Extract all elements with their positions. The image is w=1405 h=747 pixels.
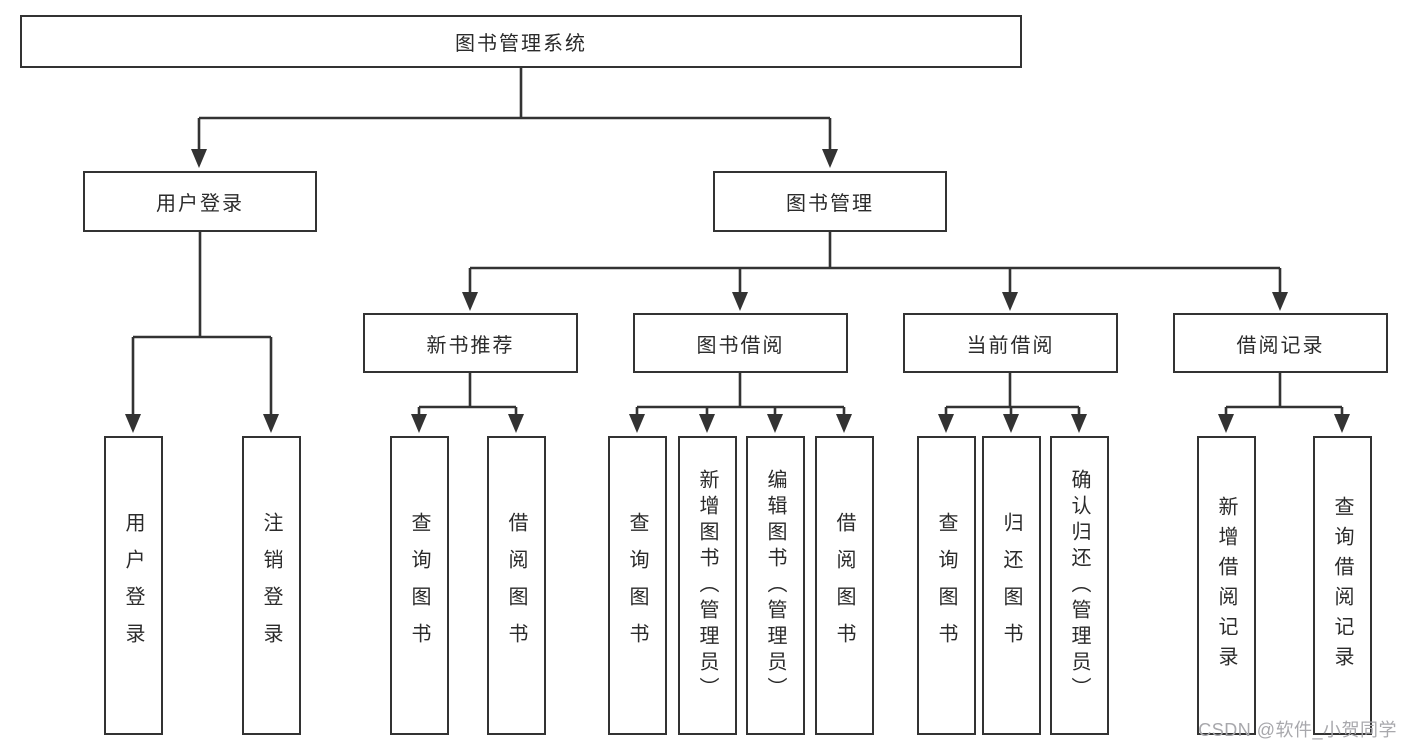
- node-current-borrow-label: 当前借阅: [966, 334, 1055, 357]
- connector-current-borrow-to-leaves: [944, 373, 1081, 414]
- node-leaf-return-book-label: 归还图书: [1000, 511, 1022, 660]
- arrowhead: [1218, 414, 1234, 433]
- node-leaf-logout-label: 注销登录: [260, 511, 282, 660]
- arrowhead: [836, 414, 852, 433]
- node-leaf-add-borrow-record-label: 新增借阅记录: [1215, 495, 1237, 676]
- node-leaf-confirm-return-admin-label: 确认归还（管理员）: [1068, 468, 1090, 703]
- node-leaf-user-login-label: 用户登录: [122, 511, 144, 660]
- arrowhead: [938, 414, 954, 433]
- node-new-book-recommend-label: 新书推荐: [426, 334, 515, 357]
- arrowhead: [1071, 414, 1087, 433]
- node-leaf-query-book-3-label: 查询图书: [935, 511, 957, 660]
- node-user-login: 用户登录: [83, 171, 317, 232]
- connector-new-book-to-leaves: [417, 373, 518, 414]
- node-leaf-query-book-2: 查询图书: [608, 436, 667, 735]
- arrowhead: [732, 292, 748, 311]
- node-leaf-query-borrow-record-label: 查询借阅记录: [1331, 495, 1353, 676]
- connector-book-mgmt-to-level3: [468, 232, 1282, 292]
- node-leaf-query-book-2-label: 查询图书: [626, 511, 648, 660]
- node-root: 图书管理系统: [20, 15, 1022, 68]
- node-book-management: 图书管理: [713, 171, 947, 232]
- node-leaf-query-borrow-record: 查询借阅记录: [1313, 436, 1372, 735]
- node-root-label: 图书管理系统: [455, 33, 587, 55]
- arrowhead: [462, 292, 478, 311]
- node-leaf-edit-book-admin: 编辑图书（管理员）: [746, 436, 805, 735]
- node-leaf-borrow-book-1-label: 借阅图书: [505, 511, 527, 660]
- node-leaf-confirm-return-admin: 确认归还（管理员）: [1050, 436, 1109, 735]
- arrowhead: [629, 414, 645, 433]
- node-borrow-records-label: 借阅记录: [1236, 334, 1325, 357]
- node-leaf-query-book-1: 查询图书: [390, 436, 449, 735]
- connector-book-borrow-to-leaves: [635, 373, 846, 414]
- node-user-login-label: 用户登录: [156, 193, 244, 215]
- arrowhead: [1334, 414, 1350, 433]
- connector-root-to-level2: [197, 68, 832, 150]
- node-leaf-borrow-book-1: 借阅图书: [487, 436, 546, 735]
- node-leaf-user-login: 用户登录: [104, 436, 163, 735]
- node-leaf-add-borrow-record: 新增借阅记录: [1197, 436, 1256, 735]
- node-borrow-records: 借阅记录: [1173, 313, 1388, 373]
- connector-records-to-leaves: [1224, 373, 1344, 414]
- arrowhead: [1003, 414, 1019, 433]
- arrowhead: [411, 414, 427, 433]
- node-new-book-recommend: 新书推荐: [363, 313, 578, 373]
- node-book-borrow: 图书借阅: [633, 313, 848, 373]
- node-leaf-borrow-book-2: 借阅图书: [815, 436, 874, 735]
- node-leaf-add-book-admin-label: 新增图书（管理员）: [696, 468, 718, 703]
- node-leaf-logout: 注销登录: [242, 436, 301, 735]
- node-leaf-edit-book-admin-label: 编辑图书（管理员）: [764, 468, 786, 703]
- node-leaf-return-book: 归还图书: [982, 436, 1041, 735]
- arrowhead: [191, 149, 207, 168]
- node-leaf-query-book-1-label: 查询图书: [408, 511, 430, 660]
- arrowhead: [1002, 292, 1018, 311]
- arrowhead: [125, 414, 141, 433]
- arrowhead: [822, 149, 838, 168]
- node-book-management-label: 图书管理: [786, 193, 874, 215]
- arrowhead: [767, 414, 783, 433]
- arrowhead: [699, 414, 715, 433]
- connector-user-login-to-leaves: [131, 232, 273, 414]
- csdn-watermark: CSDN @软件_小贺同学: [1198, 720, 1397, 740]
- node-leaf-query-book-3: 查询图书: [917, 436, 976, 735]
- arrowhead: [1272, 292, 1288, 311]
- arrowhead: [263, 414, 279, 433]
- arrowhead: [508, 414, 524, 433]
- node-leaf-add-book-admin: 新增图书（管理员）: [678, 436, 737, 735]
- node-leaf-borrow-book-2-label: 借阅图书: [833, 511, 855, 660]
- node-book-borrow-label: 图书借阅: [696, 334, 785, 357]
- node-current-borrow: 当前借阅: [903, 313, 1118, 373]
